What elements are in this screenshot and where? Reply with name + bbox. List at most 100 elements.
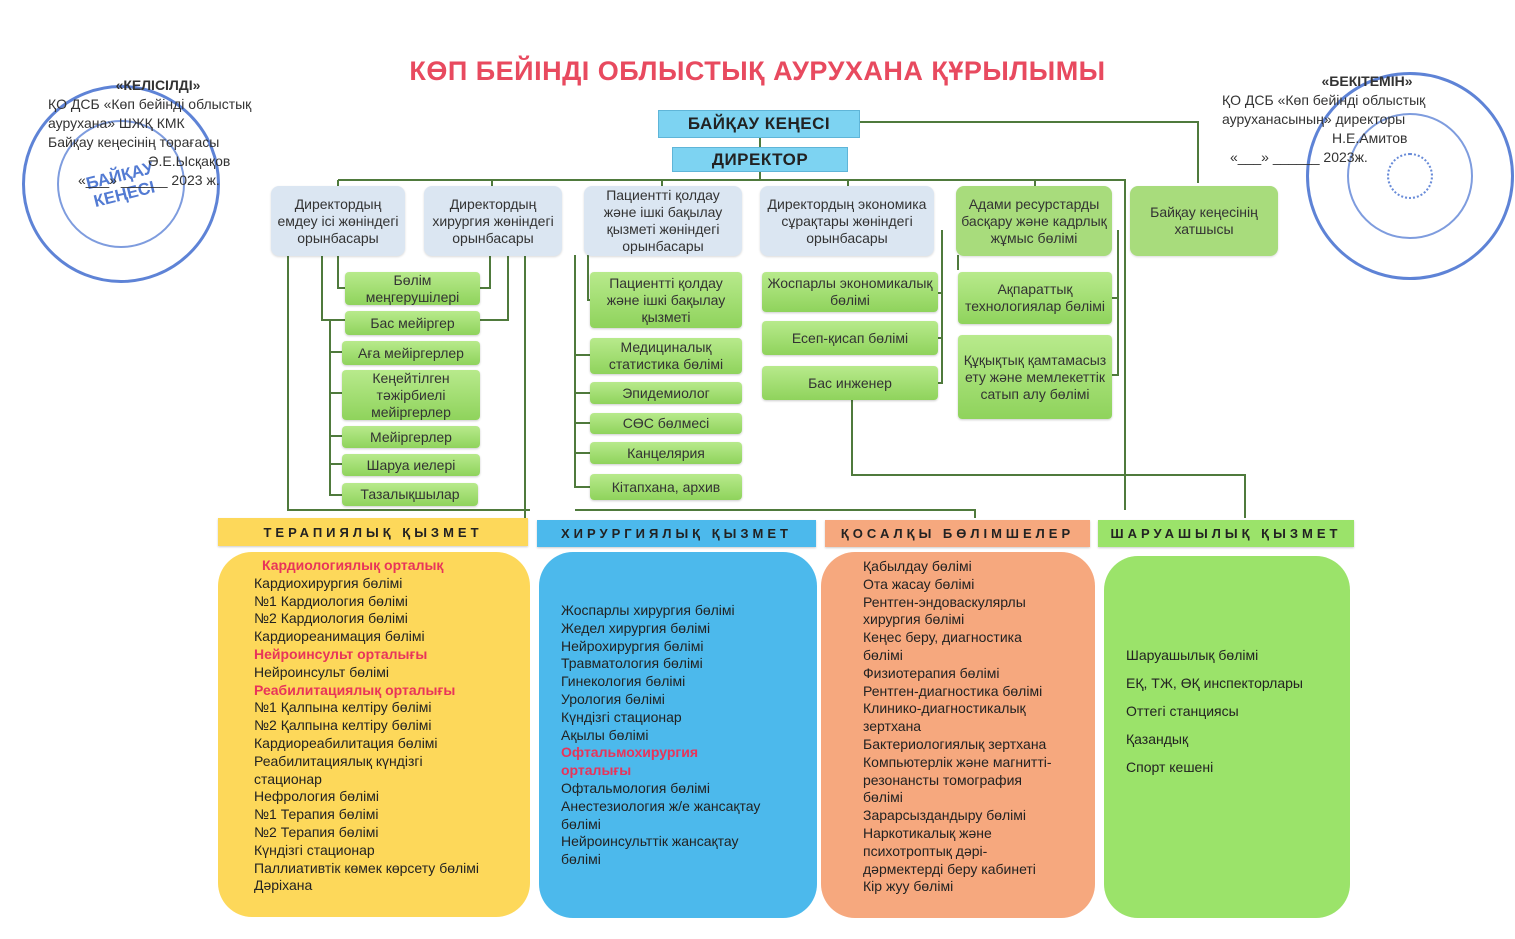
department-item: Рентген-диагностика бөлімі [863,682,1043,699]
department-item: Кеңес беру, диагностика [863,629,1022,646]
department-item: Шаруашылық бөлімі [1126,647,1259,663]
department-item: бөлімі [863,646,903,663]
left-approval-line: «___» ______ 2023 ж. [78,172,220,188]
department-item: Қазандық [1126,731,1189,747]
department-item: Офтальмология бөлімі [561,779,711,796]
right-approval-block: «БЕКІТЕМІН» ҚО ДСБ «Көп бейінді облыстық… [1222,72,1482,167]
left-approval-line: ҚО ДСБ «Көп бейінді облыстық [48,96,252,112]
board-secretary-box: Байқау кеңесінің хатшысы [1130,186,1278,256]
deputy-medical-box: Директордың емдеу ісі жөніндегі орынбаса… [271,186,405,256]
emblem-icon [1387,153,1433,199]
department-item: Ақылы бөлімі [561,726,649,743]
left-approval-heading: «КЕЛІСІЛДІ» [115,77,201,93]
department-item: №2 Кардиология бөлімі [254,610,408,627]
deputy-patient-support-box: Пациентті қолдау және ішкі бақылау қызме… [584,186,742,256]
department-item: Анестезиология ж/е жансақтау [561,797,761,814]
department-item: Рентген-эндоваскулярлы [863,593,1026,610]
department-item: Клинико-диагностикалық [863,700,1026,717]
director-box: ДИРЕКТОР [672,147,848,172]
department-item: Кардиореанимация бөлімі [254,628,425,645]
section-header-auxiliary: ҚОСАЛҚЫ БӨЛІМШЕЛЕР [825,520,1090,547]
department-item: ЕҚ, ТЖ, ӨҚ инспекторлары [1126,675,1303,691]
department-item: Қабылдау бөлімі [863,558,972,574]
department-item: Наркотикалық және [863,824,992,841]
department-item: Ота жасау бөлімі [863,575,975,592]
department-item: психотроптық дәрі- [863,842,988,859]
left-stamp: БАЙҚАУ КЕҢЕСІ [22,85,220,283]
department-item: дәрмектерді беру кабинеті [863,860,1036,877]
department-item: Урология бөлімі [561,690,665,707]
nursing-item: Аға мейіргерлер [342,341,480,365]
department-item: Нефрология бөлімі [254,788,380,805]
nursing-item: Тазалықшылар [342,483,478,506]
center-heading: Реабилитациялық орталығы [254,681,456,698]
nursing-item: Шаруа иелері [342,454,480,476]
department-item: бөлімі [561,851,601,868]
left-approval-block: «КЕЛІСІЛДІ» ҚО ДСБ «Көп бейінді облыстық… [48,76,308,190]
department-item: Нейроинсульттік жансақтау [561,833,739,850]
department-item: Дәріхана [254,877,313,894]
section-header-surgery: ХИРУРГИЯЛЫҚ ҚЫЗМЕТ [537,520,816,547]
right-approval-heading: «БЕКІТЕМІН» [1321,73,1413,89]
department-item: Компьютерлік және магнитті- [863,753,1052,770]
hr-item: Ақпараттық технологиялар бөлімі [958,272,1112,324]
department-item: №2 Терапия бөлімі [254,823,379,840]
department-item: №1 Қалпына келтіру бөлімі [254,699,432,716]
department-item: бөлімі [863,789,903,806]
department-item: Физиотерапия бөлімі [863,664,1000,681]
department-item: Нейрохирургия бөлімі [561,637,704,654]
patient-support-item: Канцелярия [590,442,742,464]
economics-item: Жоспарлы экономикалық бөлімі [762,272,938,312]
right-stamp [1306,72,1514,280]
section-header-household: ШАРУАШЫЛЫҚ ҚЫЗМЕТ [1098,520,1354,547]
left-stamp-ring [57,120,185,248]
department-item: Спорт кешені [1126,759,1214,775]
patient-support-item: СӨС бөлмесі [590,413,742,434]
left-approval-line: Ә.Е.Ысқақов [148,153,231,169]
center-heading: Нейроинсульт орталығы [254,645,428,662]
department-item: Травматология бөлімі [561,655,703,672]
department-item: Күндізгі стационар [561,708,682,725]
department-item: Кір жуу бөлімі [863,878,954,895]
department-item: Бактериологиялық зертхана [863,735,1047,752]
patient-support-item: Кітапхана, архив [590,474,742,500]
department-item: №1 Терапия бөлімі [254,806,379,823]
deputy-surgery-box: Директордың хирургия жөніндегі орынбасар… [424,186,562,256]
right-approval-line: ҚО ДСБ «Көп бейінді облыстық [1222,92,1426,108]
supervisory-board-box: БАЙҚАУ КЕҢЕСІ [658,110,860,138]
department-item: Реабилитациялық күндізгі [254,752,423,769]
right-approval-line: Н.Е.Амитов [1332,130,1408,146]
department-item: хирургия бөлімі [863,611,965,628]
department-item: бөлімі [561,815,601,832]
department-item: Оттегі станциясы [1126,703,1239,719]
department-item: Кардиореабилитация бөлімі [254,734,438,751]
economics-item: Есеп-қисап бөлімі [762,321,938,355]
page-title: КӨП БЕЙІНДІ ОБЛЫСТЫҚ АУРУХАНА ҚҰРЫЛЫМЫ [409,56,1106,86]
department-item: Кардиохирургия бөлімі [254,574,403,591]
hr-item: Құқықтық қамтамасыз ету және мемлекеттік… [958,335,1112,419]
left-approval-line: Байқау кеңесінің төрағасы [48,134,220,150]
deputy-economics-box: Директордың экономика сұрақтары жөніндег… [760,186,934,256]
department-item: Жедел хирургия бөлімі [561,619,711,636]
nursing-item: Бас мейіргер [345,311,480,335]
economics-item: Бас инженер [762,366,938,400]
department-item: Паллиативтік көмек көрсету бөлімі [254,859,480,876]
department-item: №2 Қалпына келтіру бөлімі [254,717,432,734]
patient-support-item: Медициналық статистика бөлімі [590,338,742,374]
right-stamp-ring [1347,113,1473,239]
department-item: Нейроинсульт бөлімі [254,663,390,680]
department-item: стационар [254,770,322,787]
center-heading: Офтальмохирургия [561,744,698,761]
hr-department-box: Адами ресурстарды басқару және кадрлық ж… [956,186,1112,256]
nursing-item: Кеңейтілген тәжірбиелі мейіргерлер [342,370,480,420]
right-approval-line: «___» ______ 2023ж. [1230,149,1368,165]
department-item: Жоспарлы хирургия бөлімі [561,602,735,618]
patient-support-item: Пациентті қолдау және ішкі бақылау қызме… [590,272,742,328]
department-item: №1 Кардиология бөлімі [254,592,408,609]
department-item: резонансты томография [863,771,1022,788]
